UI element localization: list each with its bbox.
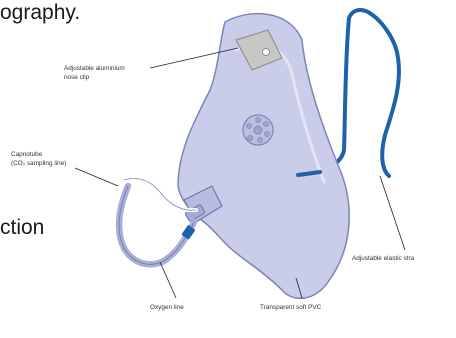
label-elastic-strap: Adjustable elastic stra <box>352 255 415 262</box>
nose-clip-hole <box>263 49 270 56</box>
label-capnotube-line2: (CO₂ sampling line) <box>11 160 66 167</box>
leader-oxygen <box>160 262 176 298</box>
label-capnotube-line1: Capnotube <box>11 151 43 158</box>
label-nose-clip-line2: nose clip <box>64 74 90 81</box>
label-transparent-pvc: Transparent soft PVC <box>260 304 322 311</box>
label-oxygen-line: Oxygen line <box>150 304 184 311</box>
leader-strap <box>380 176 405 250</box>
label-nose-clip-line1: Adjustable aluminium <box>64 65 125 72</box>
leader-capnotube <box>75 168 118 186</box>
exhalation-port <box>243 115 273 145</box>
